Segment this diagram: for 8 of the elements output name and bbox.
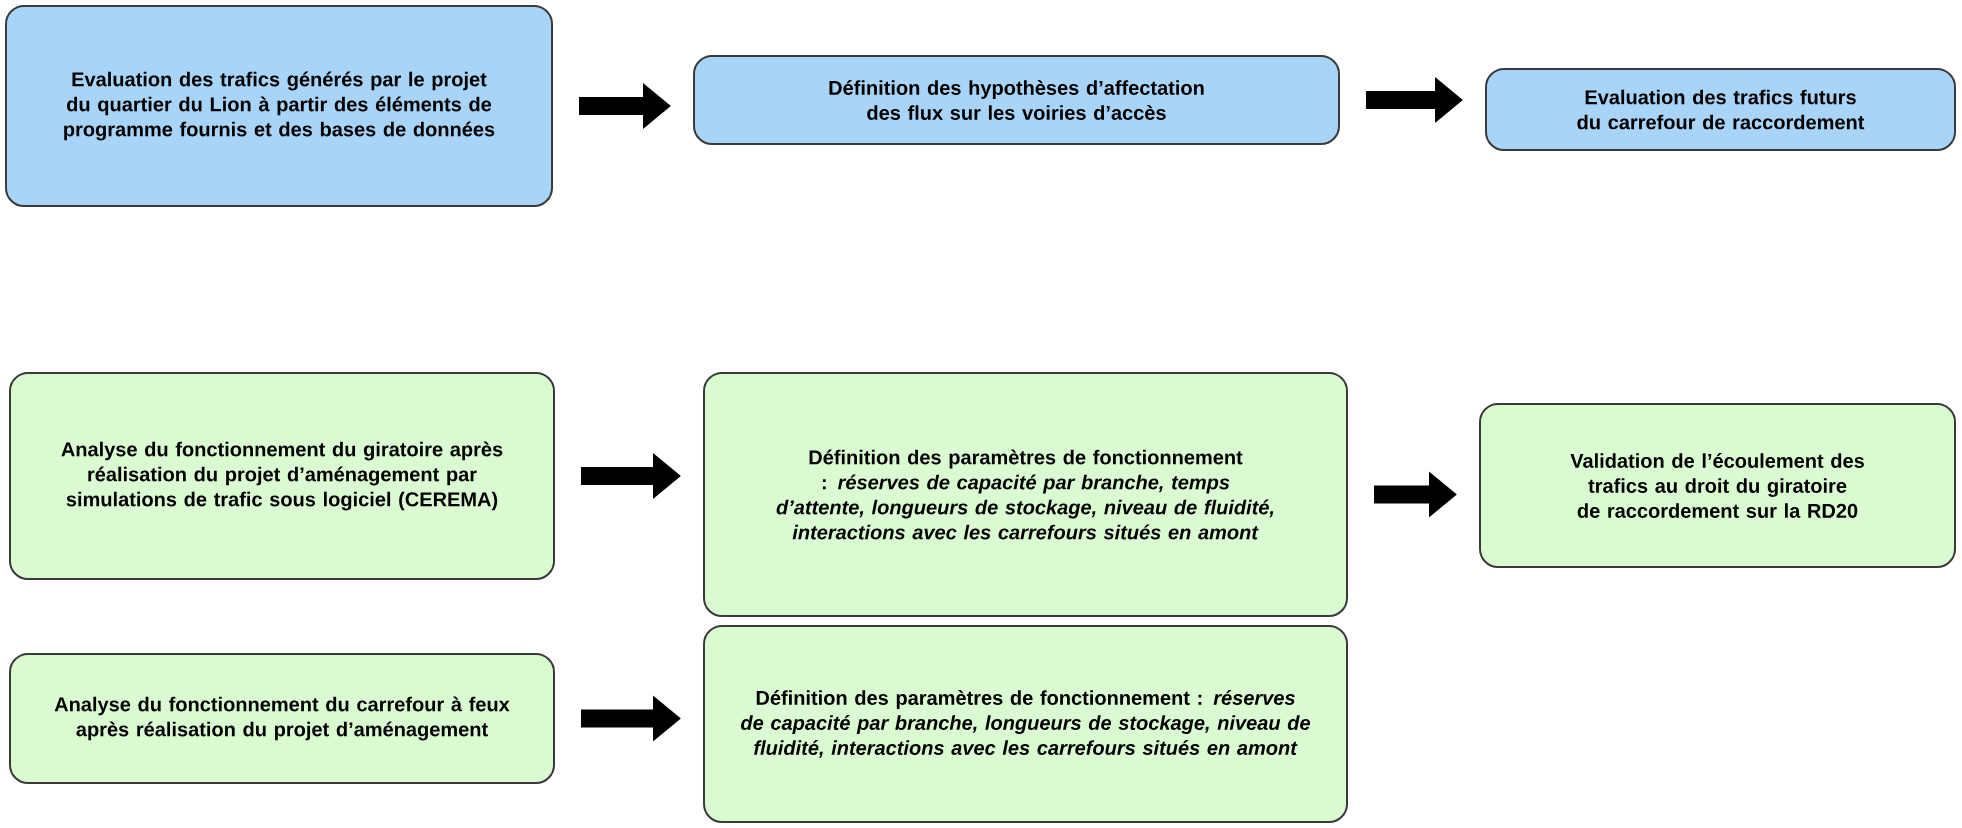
- process-box: Evaluation des trafics générés par le projet du quartier du Lion à partir des éléments de programme fournis et des bases de données: [5, 5, 553, 207]
- process-box: Définition des paramètres de fonctionnement : réserves de capacité par branche, longueurs de stockage, niveau de fluidité, interactions avec les carrefours situés en amont: [703, 625, 1348, 823]
- process-box: Définition des paramètres de fonctionnement : réserves de capacité par branche, temps d’attente, longueurs de stockage, niveau de fluidité, interactions avec les carrefours situés en amont: [703, 372, 1348, 617]
- process-box: Validation de l’écoulement des trafics au droit du giratoire de raccordement sur la RD20: [1479, 403, 1956, 568]
- process-box: Analyse du fonctionnement du carrefour à feux après réalisation du projet d’aménagement: [9, 653, 555, 784]
- process-box: Evaluation des trafics futurs du carrefour de raccordement: [1485, 68, 1956, 151]
- process-box: Analyse du fonctionnement du giratoire après réalisation du projet d’aménagement par simulations de trafic sous logiciel (CEREMA): [9, 372, 555, 580]
- process-box: Définition des hypothèses d’affectation des flux sur les voiries d’accès: [693, 55, 1340, 145]
